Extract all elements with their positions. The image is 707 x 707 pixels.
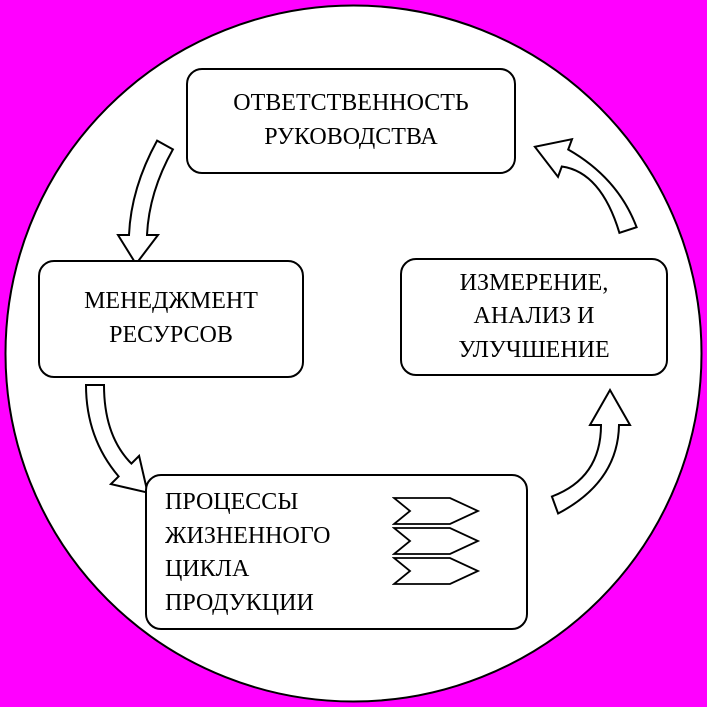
box-line: МЕНЕДЖМЕНТ bbox=[84, 288, 258, 315]
box-line: ОТВЕТСТВЕННОСТЬ bbox=[233, 90, 469, 117]
banner-arrow-icon bbox=[392, 527, 481, 555]
banner-arrow-icon bbox=[392, 557, 481, 585]
box-line: АНАЛИЗ И bbox=[473, 303, 595, 330]
box-product-lifecycle-processes: ПРОЦЕССЫ ЖИЗНЕННОГО ЦИКЛА ПРОДУКЦИИ bbox=[145, 474, 528, 630]
box-management-responsibility: ОТВЕТСТВЕННОСТЬ РУКОВОДСТВА bbox=[186, 68, 516, 174]
box-line: РУКОВОДСТВА bbox=[264, 124, 438, 150]
box-line: РЕСУРСОВ bbox=[109, 322, 233, 348]
box-line: ЖИЗНЕННОГО bbox=[165, 522, 331, 549]
banner-arrow-icon bbox=[392, 497, 481, 525]
box-measurement-analysis-improvement: ИЗМЕРЕНИЕ, АНАЛИЗ И УЛУЧШЕНИЕ bbox=[400, 258, 668, 376]
box-text: ПРОЦЕССЫ ЖИЗНЕННОГО ЦИКЛА ПРОДУКЦИИ bbox=[165, 486, 330, 620]
arrow-measurement-to-responsibility-icon bbox=[533, 137, 638, 235]
process-flow-arrows-icon bbox=[392, 497, 481, 585]
box-line: ПРОЦЕССЫ bbox=[165, 489, 299, 515]
box-line: УЛУЧШЕНИЕ bbox=[458, 336, 610, 363]
box-line: ЦИКЛА bbox=[165, 556, 250, 583]
arrow-processes-to-measurement-icon bbox=[550, 387, 632, 515]
box-line: ИЗМЕРЕНИЕ, bbox=[459, 269, 609, 296]
box-line: ПРОДУКЦИИ bbox=[165, 589, 314, 616]
box-resource-management: МЕНЕДЖМЕНТ РЕСУРСОВ bbox=[38, 260, 304, 378]
